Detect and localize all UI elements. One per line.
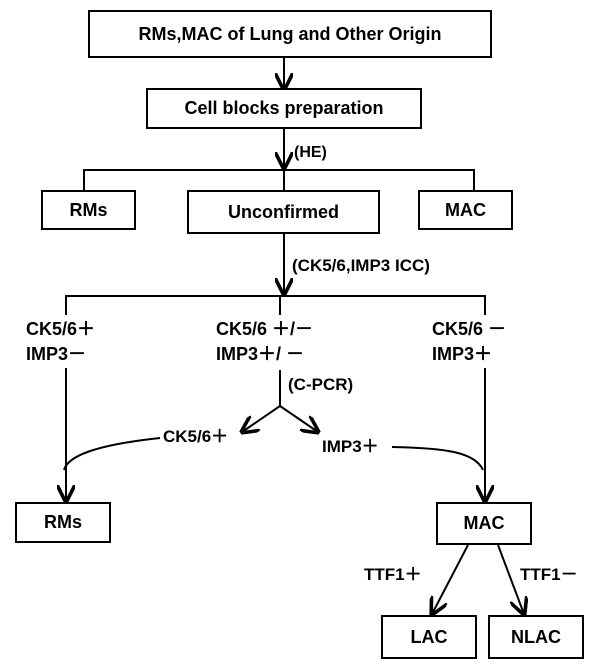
bracket-icc — [65, 295, 486, 315]
group-left-line1: CK5/6＋ — [26, 319, 96, 339]
label-ttf1-pos: TTF1＋ — [364, 565, 422, 584]
label-icc: (CK5/6,IMP3 ICC) — [292, 256, 430, 275]
curve-imp3-to-mac — [391, 446, 484, 471]
arrow-pcr-to-imp3 — [279, 405, 318, 432]
group-right-line1: CK5/6 － — [432, 319, 507, 339]
box-rms-result: RMs — [15, 502, 111, 543]
group-right-line2: IMP3＋ — [432, 344, 493, 364]
group-middle-line1: CK5/6 ＋/－ — [216, 319, 314, 339]
box-nlac: NLAC — [488, 615, 584, 659]
label-he: (HE) — [294, 144, 327, 161]
bracket-he — [83, 169, 475, 190]
label-cpcr: (C-PCR) — [288, 375, 354, 394]
box-mac-result: MAC — [436, 502, 532, 545]
box-lac: LAC — [381, 615, 477, 659]
arrow-mac-to-lac — [432, 544, 469, 614]
box-origin: RMs,MAC of Lung and Other Origin — [88, 10, 492, 58]
box-mac: MAC — [418, 190, 513, 230]
box-unconfirmed: Unconfirmed — [187, 190, 380, 234]
label-imp3-pcr: IMP3＋ — [322, 437, 379, 456]
label-ck56-pcr: CK5/6＋ — [163, 427, 229, 446]
arrow-pcr-to-ck56 — [242, 405, 281, 432]
box-cell-blocks: Cell blocks preparation — [146, 88, 422, 129]
arrow-mac-to-nlac — [497, 544, 524, 614]
label-ttf1-neg: TTF1－ — [520, 565, 578, 584]
curve-ck56-to-rms — [63, 437, 161, 471]
group-left-line2: IMP3－ — [26, 344, 87, 364]
box-rms: RMs — [41, 190, 136, 230]
group-middle-line2: IMP3＋/ － — [216, 344, 305, 364]
